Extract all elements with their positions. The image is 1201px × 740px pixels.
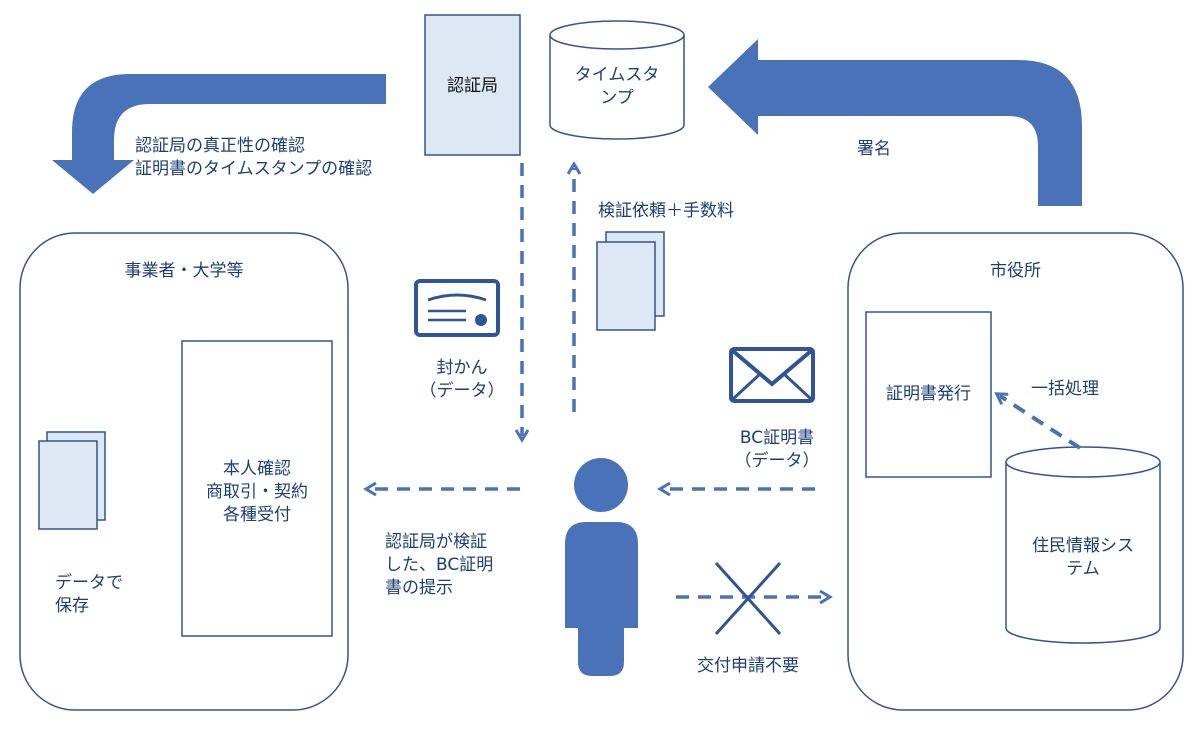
signature-label: 署名 — [857, 139, 891, 159]
batch-processing-arrow — [1000, 396, 1082, 450]
business-inner-box — [181, 340, 333, 637]
presentation-label: 認証局が検証 した、BC証明 書の提示 — [385, 532, 494, 598]
resident-system-label: 住民情報シス テム — [1032, 536, 1134, 579]
business-title: 事業者・大学等 — [124, 261, 244, 281]
certificate-authority-box — [424, 14, 521, 156]
verification-request-label: 検証依頼＋手数料 — [598, 201, 734, 221]
ca-to-business-arrow — [52, 74, 386, 194]
saved-documents-icon — [38, 431, 106, 530]
business-inner-text: 本人確認 商取引・契約 各種受付 — [206, 459, 308, 525]
certificate-icon — [414, 279, 500, 337]
timestamp-cylinder — [549, 20, 685, 140]
envelope-icon — [729, 347, 815, 403]
certificate-authority-label: 認証局 — [447, 76, 498, 96]
cross-icon — [714, 561, 782, 636]
certificate-issuance-box — [865, 311, 992, 478]
save-data-text: データで 保存 — [55, 573, 123, 616]
person-icon — [565, 458, 638, 676]
bc-certificate-label: BC証明書 （データ） — [734, 428, 820, 471]
cityhall-to-timestamp-arrow — [708, 39, 1082, 206]
certificate-issuance-label: 証明書発行 — [886, 384, 971, 404]
city-hall-title: 市役所 — [990, 261, 1041, 281]
resident-system-cylinder — [1005, 446, 1161, 644]
request-documents-icon — [596, 231, 665, 331]
ca-check-text: 認証局の真正性の確認 証明書のタイムスタンプの確認 — [135, 136, 373, 179]
batch-processing-label: 一括処理 — [1031, 379, 1099, 399]
timestamp-label: タイムスタ ンプ — [574, 65, 660, 108]
sealed-data-label: 封かん （データ） — [419, 358, 505, 401]
no-application-label: 交付申請不要 — [697, 656, 799, 676]
